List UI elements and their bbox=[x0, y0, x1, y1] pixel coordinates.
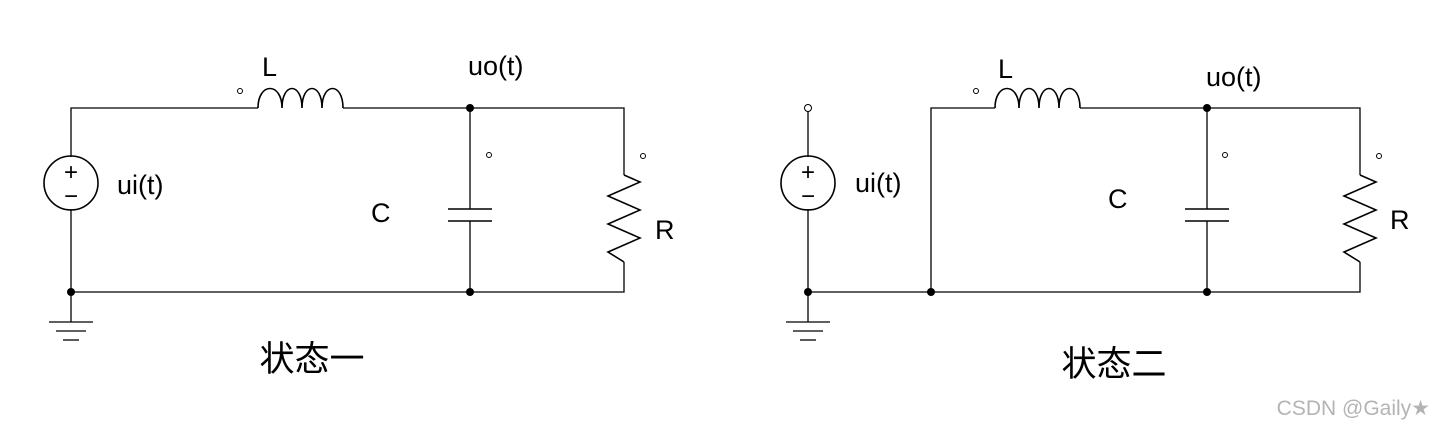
circuit-1-caption: 状态一 bbox=[259, 340, 364, 380]
circuit-2-ground-node bbox=[804, 288, 812, 296]
circuit-1-capacitor-label: C bbox=[371, 198, 391, 228]
circuit-1-output-label: uo(t) bbox=[468, 51, 524, 81]
circuit-2-source-open-terminal bbox=[804, 104, 812, 112]
circuit-2-wires bbox=[807, 107, 1361, 322]
circuit-state-2: + − L uo(t) ui(t) C R bbox=[780, 54, 1410, 385]
circuit-2-junction-dot-left bbox=[927, 288, 935, 296]
circuit-2-output-node bbox=[1203, 104, 1211, 112]
circuit-1-ground-node bbox=[67, 288, 75, 296]
circuit-2-inductor-pin bbox=[973, 88, 979, 94]
circuit-1-capacitor-pin bbox=[486, 152, 492, 158]
circuit-1-resistor-label: R bbox=[655, 215, 675, 245]
circuit-2-junction-dot bbox=[1203, 288, 1211, 296]
circuit-2-output-label: uo(t) bbox=[1206, 62, 1262, 92]
circuit-2-source-minus: − bbox=[801, 183, 815, 210]
circuit-1-junction-dot bbox=[466, 288, 474, 296]
circuit-2-inductor bbox=[994, 87, 1081, 109]
circuit-1-inductor bbox=[257, 87, 344, 109]
circuit-2-resistor bbox=[1342, 174, 1378, 263]
circuit-2-capacitor-label: C bbox=[1108, 184, 1128, 214]
circuit-1-source-plus: + bbox=[64, 159, 78, 186]
circuit-1-resistor-pin bbox=[640, 153, 646, 159]
circuit-1-ground bbox=[49, 321, 93, 341]
circuit-1-capacitor bbox=[448, 208, 492, 222]
circuit-1-source-label: ui(t) bbox=[117, 170, 164, 200]
circuit-1-wires bbox=[70, 107, 625, 322]
circuit-1-inductor-label: L bbox=[262, 52, 277, 82]
watermark: CSDN @Gaily★ bbox=[1277, 397, 1430, 420]
circuit-1-resistor bbox=[606, 174, 642, 263]
circuit-2-source-label: ui(t) bbox=[855, 168, 902, 198]
circuit-2-voltage-source: + − bbox=[780, 155, 836, 211]
circuit-2-resistor-pin bbox=[1376, 153, 1382, 159]
circuit-2-capacitor bbox=[1185, 208, 1229, 222]
circuit-2-caption: 状态二 bbox=[1061, 345, 1166, 385]
circuit-2-source-plus: + bbox=[801, 159, 815, 186]
circuit-2-ground bbox=[786, 321, 830, 341]
circuit-1-inductor-pin bbox=[237, 88, 243, 94]
circuit-1-voltage-source: + − bbox=[43, 155, 99, 211]
circuit-2-resistor-label: R bbox=[1390, 205, 1410, 235]
circuit-2-capacitor-pin bbox=[1222, 152, 1228, 158]
circuit-1-output-node bbox=[466, 104, 474, 112]
circuit-1-source-minus: − bbox=[64, 183, 78, 210]
circuit-state-1: + − L uo(t) ui(t) C R 状态一 bbox=[43, 51, 675, 380]
circuit-2-inductor-label: L bbox=[998, 54, 1013, 84]
